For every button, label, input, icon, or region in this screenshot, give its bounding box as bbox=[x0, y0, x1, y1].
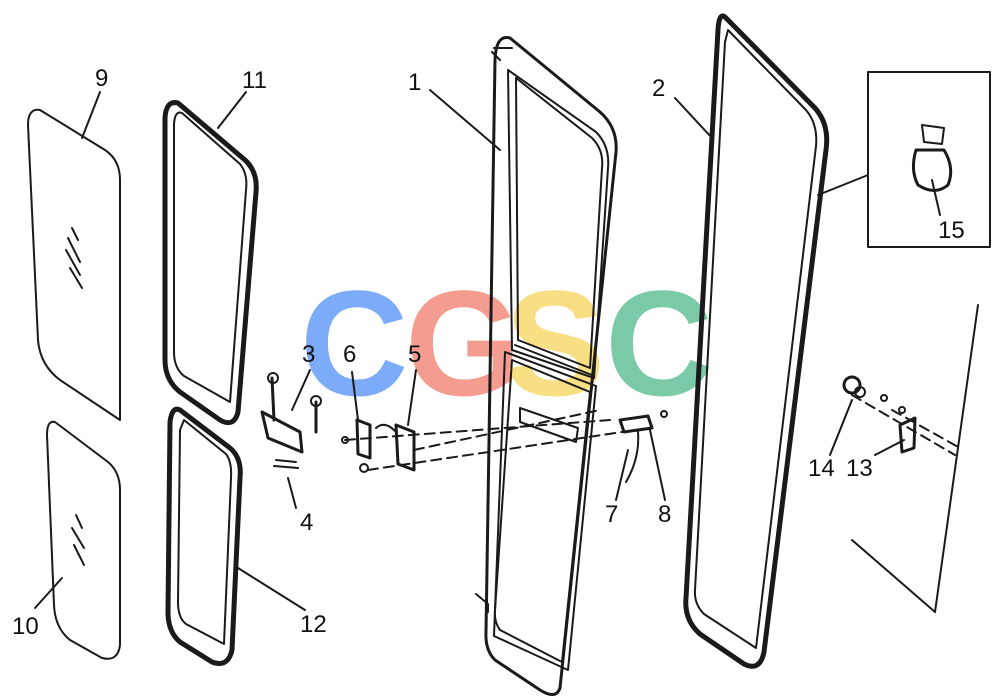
part-4-screw bbox=[273, 459, 299, 469]
watermark-letter-1: C bbox=[300, 259, 408, 427]
callout-14: 14 bbox=[808, 455, 835, 482]
callout-13: 13 bbox=[846, 455, 873, 482]
callout-2: 2 bbox=[652, 75, 665, 102]
callout-5: 5 bbox=[408, 341, 421, 368]
part-11-upper-seal bbox=[162, 100, 259, 426]
callout-15: 15 bbox=[938, 217, 965, 244]
part-15-detail bbox=[817, 71, 991, 248]
part-5-lock bbox=[375, 423, 416, 472]
part-7-8-inner-handle bbox=[618, 410, 668, 483]
callout-3: 3 bbox=[302, 341, 315, 368]
part-12-lower-seal bbox=[165, 406, 243, 666]
callout-10: 10 bbox=[12, 613, 39, 640]
callout-1: 1 bbox=[408, 69, 421, 96]
callout-11: 11 bbox=[242, 67, 267, 94]
part-9-upper-glass bbox=[27, 108, 121, 421]
part-6-latch bbox=[341, 418, 372, 473]
door-pillar bbox=[851, 304, 979, 613]
callout-8: 8 bbox=[658, 501, 671, 528]
leader-lines bbox=[34, 89, 941, 611]
assembly-lines bbox=[344, 409, 623, 471]
callout-4: 4 bbox=[300, 509, 313, 536]
callouts: 9 11 1 2 15 3 6 5 4 7 8 10 12 14 13 bbox=[12, 65, 965, 640]
part-2-outer-seal bbox=[683, 13, 830, 669]
watermark: C G S C bbox=[300, 259, 713, 427]
callout-6: 6 bbox=[343, 341, 356, 368]
part-1-door-frame bbox=[475, 35, 618, 696]
part-3-handle bbox=[260, 372, 322, 454]
callout-12: 12 bbox=[300, 611, 327, 638]
part-10-lower-glass bbox=[46, 420, 121, 660]
callout-9: 9 bbox=[95, 65, 108, 92]
callout-7: 7 bbox=[605, 501, 618, 528]
